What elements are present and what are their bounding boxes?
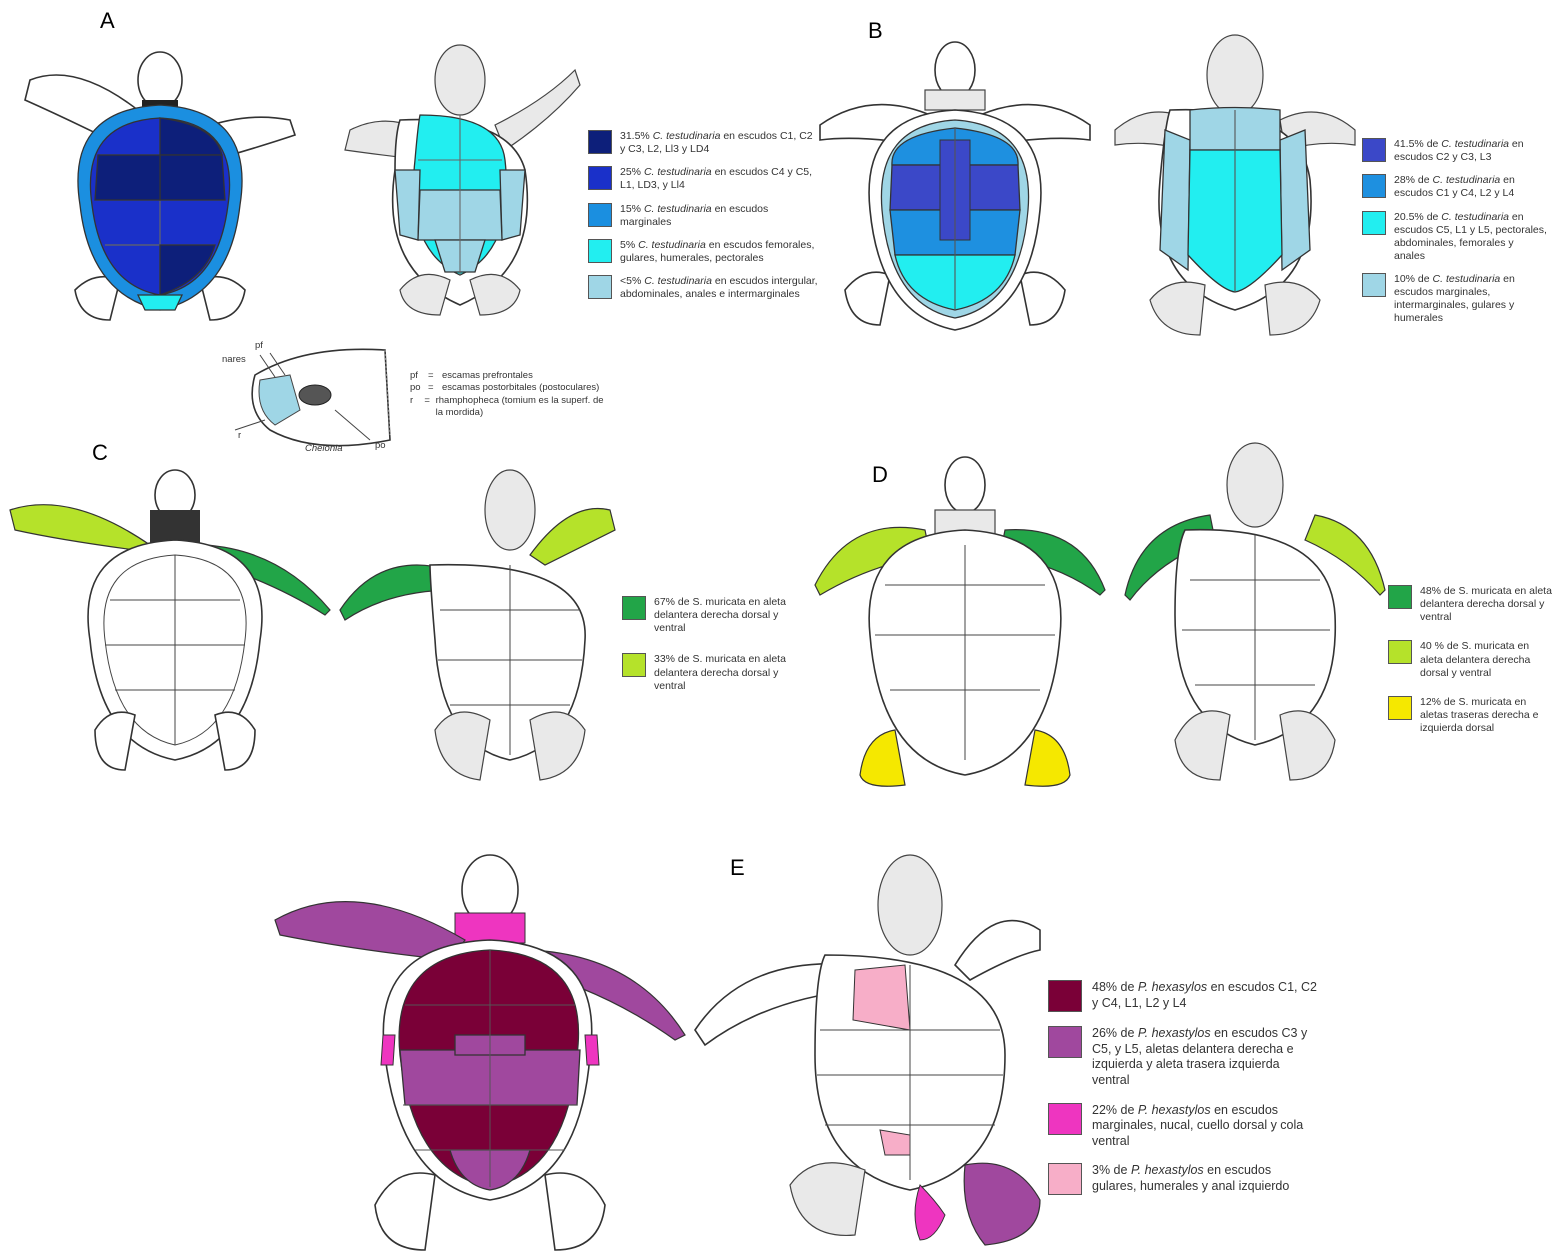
inset-label-r: r	[238, 430, 241, 442]
legend-swatch	[1362, 273, 1386, 297]
legend-species: C. testudinaria	[644, 203, 712, 215]
legend-swatch	[1362, 174, 1386, 198]
legend-percent: 31.5%	[620, 130, 650, 142]
panel-b-dorsal-turtle	[810, 40, 1100, 330]
legend-species: C. testudinaria	[644, 275, 712, 287]
legend-percent: 5%	[620, 239, 635, 251]
panel-e-legend: 48% de P. hexasylos en escudos C1, C2 y …	[1048, 980, 1318, 1209]
panel-d-dorsal-turtle	[810, 455, 1110, 795]
legend-species: C. testudinaria	[1433, 273, 1501, 285]
inset-label-chelonia: Chelonia	[305, 443, 343, 455]
legend-swatch	[1388, 585, 1412, 609]
note-row: r=rhamphopheca (tomium es la superf. de …	[410, 395, 610, 420]
legend-species: P. hexastylos	[1138, 1026, 1211, 1040]
legend-species: C. testudinaria	[638, 239, 706, 251]
legend-swatch	[622, 653, 646, 677]
legend-text: 12% de S. muricata en aletas traseras de…	[1420, 696, 1553, 735]
legend-item: 31.5% C. testudinaria en escudos C1, C2 …	[588, 130, 818, 156]
legend-item: 20.5% de C. testudinaria en escudos C5, …	[1362, 211, 1547, 264]
inset-label-nares: nares	[222, 354, 246, 366]
legend-text: 67% de S. muricata en aleta delantera de…	[654, 596, 812, 635]
panel-c-dorsal-turtle	[10, 470, 330, 790]
legend-percent: 26% de	[1092, 1026, 1134, 1040]
legend-swatch	[588, 130, 612, 154]
legend-item: 48% de S. muricata en aleta delantera de…	[1388, 585, 1553, 624]
head-inset-diagram	[215, 335, 415, 455]
legend-swatch	[588, 203, 612, 227]
note-row: po=escamas postorbitales (postoculares)	[410, 382, 610, 394]
legend-item: 5% C. testudinaria en escudos femorales,…	[588, 239, 818, 265]
legend-item: 22% de P. hexastylos en escudos marginal…	[1048, 1103, 1318, 1150]
legend-item: 40 % de S. muricata en aleta delantera d…	[1388, 640, 1553, 679]
legend-item: <5% C. testudinaria en escudos intergula…	[588, 275, 818, 301]
legend-item: 48% de P. hexasylos en escudos C1, C2 y …	[1048, 980, 1318, 1012]
panel-a-dorsal-turtle	[10, 40, 310, 320]
legend-text: 48% de S. muricata en aleta delantera de…	[1420, 585, 1553, 624]
legend-item: 10% de C. testudinaria en escudos margin…	[1362, 273, 1547, 326]
right-front-flipper-ventral	[495, 70, 580, 150]
panel-c-label: C	[92, 440, 108, 466]
legend-item: 25% C. testudinaria en escudos C4 y C5, …	[588, 166, 818, 192]
legend-percent: 41.5% de	[1394, 138, 1438, 150]
legend-swatch	[1048, 1103, 1082, 1135]
legend-item: 28% de C. testudinaria en escudos C1 y C…	[1362, 174, 1547, 200]
legend-swatch	[1048, 1163, 1082, 1195]
head	[138, 52, 182, 108]
legend-species: C. testudinaria	[644, 166, 712, 178]
note-row: pf=escamas prefrontales	[410, 370, 610, 382]
legend-percent: 10% de	[1394, 273, 1430, 285]
legend-item: 67% de S. muricata en aleta delantera de…	[622, 596, 812, 635]
left-front-flipper-lime	[10, 505, 150, 550]
legend-swatch	[588, 275, 612, 299]
legend-percent: 22% de	[1092, 1103, 1134, 1117]
legend-swatch	[1362, 211, 1386, 235]
legend-item: 41.5% de C. testudinaria en escudos C2 y…	[1362, 138, 1547, 164]
inset-notes: pf=escamas prefrontales po=escamas posto…	[410, 370, 610, 419]
panel-e-dorsal-turtle	[275, 855, 695, 1250]
legend-swatch	[1388, 696, 1412, 720]
panel-b-legend: 41.5% de C. testudinaria en escudos C2 y…	[1362, 138, 1547, 336]
panel-c-ventral-turtle	[340, 470, 620, 790]
panel-d-ventral-turtle	[1120, 440, 1390, 800]
legend-species: P. hexastylos	[1138, 1103, 1211, 1117]
legend-species: C. testudinaria	[653, 130, 721, 142]
legend-text: 40 % de S. muricata en aleta delantera d…	[1420, 640, 1553, 679]
legend-swatch	[1048, 1026, 1082, 1058]
legend-species: C. testudinaria	[1433, 174, 1501, 186]
panel-e-ventral-turtle	[695, 855, 1045, 1250]
panel-a-ventral-turtle	[330, 40, 590, 320]
legend-percent: 48% de	[1092, 980, 1134, 994]
panel-a-label: A	[100, 8, 115, 34]
legend-percent: 3% de	[1092, 1163, 1127, 1177]
legend-species: C. testudinaria	[1441, 138, 1509, 150]
legend-item: 3% de P. hexastylos en escudos gulares, …	[1048, 1163, 1318, 1195]
legend-swatch	[1388, 640, 1412, 664]
panel-b-ventral-turtle	[1110, 30, 1360, 340]
panel-a-legend: 31.5% C. testudinaria en escudos C1, C2 …	[588, 130, 818, 311]
head-ventral	[435, 45, 485, 115]
panel-d-legend: 48% de S. muricata en aleta delantera de…	[1388, 585, 1553, 745]
legend-item: 12% de S. muricata en aletas traseras de…	[1388, 696, 1553, 735]
legend-percent: 15%	[620, 203, 641, 215]
inset-label-pf: pf	[255, 340, 263, 352]
legend-item: 33% de S. muricata en aleta delantera de…	[622, 653, 812, 692]
legend-percent: 20.5% de	[1394, 211, 1438, 223]
legend-swatch	[1048, 980, 1082, 1012]
inset-label-po: po	[375, 440, 386, 452]
panel-c-legend: 67% de S. muricata en aleta delantera de…	[622, 596, 812, 703]
legend-species: P. hexasylos	[1138, 980, 1207, 994]
legend-species: C. testudinaria	[1441, 211, 1509, 223]
legend-swatch	[588, 166, 612, 190]
legend-swatch	[622, 596, 646, 620]
legend-percent: <5%	[620, 275, 641, 287]
legend-text: 33% de S. muricata en aleta delantera de…	[654, 653, 812, 692]
legend-percent: 28% de	[1394, 174, 1430, 186]
legend-swatch	[588, 239, 612, 263]
legend-percent: 25%	[620, 166, 641, 178]
legend-swatch	[1362, 138, 1386, 162]
legend-item: 15% C. testudinaria en escudos marginale…	[588, 203, 818, 229]
legend-item: 26% de P. hexastylos en escudos C3 y C5,…	[1048, 1026, 1318, 1089]
legend-species: P. hexastylos	[1131, 1163, 1204, 1177]
